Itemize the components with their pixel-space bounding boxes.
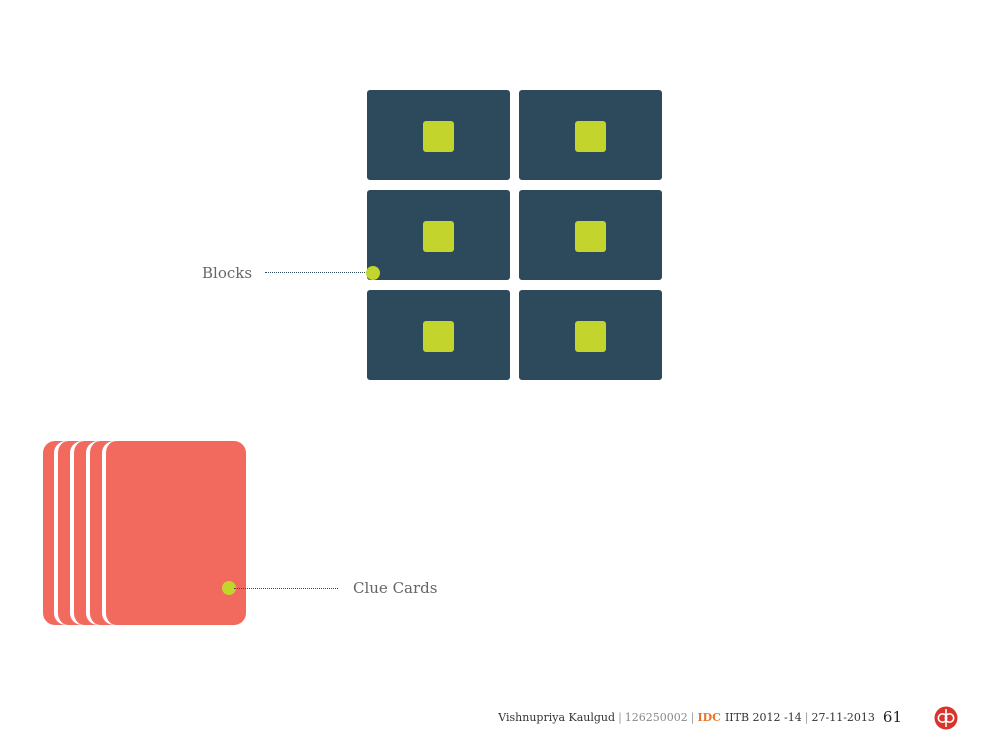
block-marker	[575, 221, 606, 252]
block-2	[519, 90, 662, 180]
footer: Vishnupriya Kaulgud | 126250002 | IDC II…	[498, 708, 902, 726]
block-marker	[423, 321, 454, 352]
block-5	[367, 290, 510, 380]
footer-org: IITB 2012 -14	[724, 710, 802, 724]
footer-author: Vishnupriya Kaulgud	[498, 710, 616, 724]
clue-cards-callout-dot	[222, 581, 236, 595]
clue-card-front	[104, 441, 246, 625]
footer-separator: |	[804, 710, 809, 724]
clue-cards-label: Clue Cards	[353, 579, 438, 597]
block-6	[519, 290, 662, 380]
footer-roll-number: 126250002	[624, 710, 688, 724]
footer-separator: |	[618, 710, 622, 724]
idc-logo-icon	[934, 706, 958, 730]
clue-cards-leader-line	[234, 588, 338, 589]
blocks-leader-line	[265, 272, 369, 273]
block-4	[519, 190, 662, 280]
footer-separator: |	[690, 710, 695, 724]
block-3	[367, 190, 510, 280]
blocks-label: Blocks	[202, 264, 253, 282]
blocks-callout-dot	[366, 266, 380, 280]
block-marker	[575, 121, 606, 152]
footer-org-highlight: IDC	[697, 710, 721, 724]
page-number: 61	[882, 708, 902, 726]
block-marker	[423, 221, 454, 252]
block-marker	[575, 321, 606, 352]
footer-date: 27-11-2013	[811, 710, 875, 724]
block-marker	[423, 121, 454, 152]
block-1	[367, 90, 510, 180]
